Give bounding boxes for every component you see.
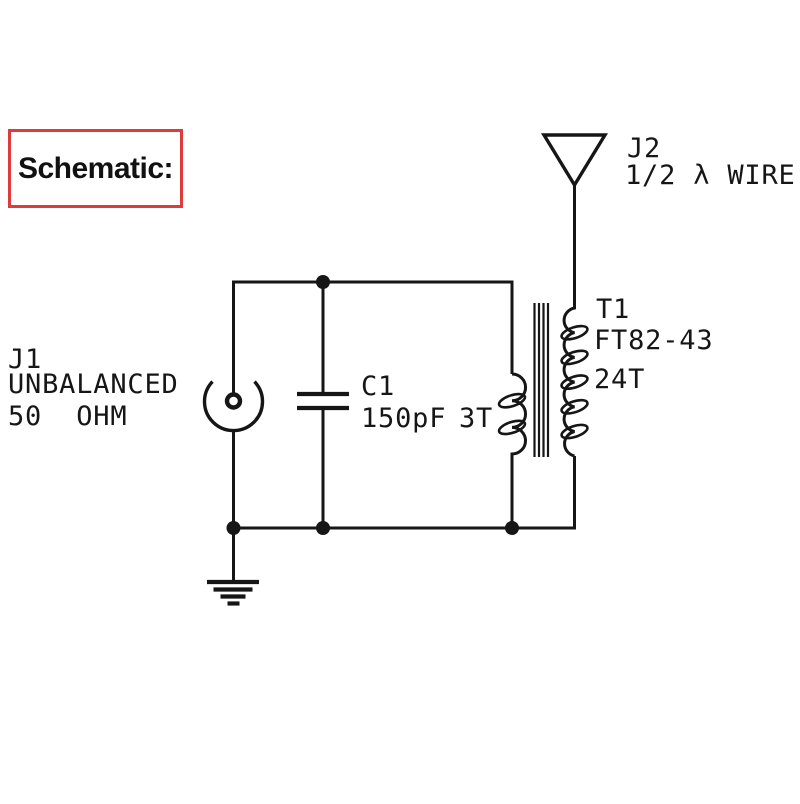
j1-desc-line2: 50 OHM (8, 401, 128, 432)
schematic-title-box: Schematic: (8, 129, 183, 208)
coil-crossover-loop (497, 392, 527, 409)
c1-ref-label: C1 (361, 371, 396, 402)
j1-ref-label: J1 (8, 344, 43, 375)
coil-crossover-loop (497, 419, 527, 436)
t1-ref-label: T1 (596, 294, 631, 325)
transformer-core (533, 303, 550, 457)
antenna-symbol (540, 133, 609, 189)
junction-dot (505, 521, 519, 535)
junction-dot (316, 275, 330, 289)
schematic-title-label: Schematic: (17, 151, 174, 185)
coax-connector-symbol (202, 380, 265, 528)
wire-bottom-rail (233, 456, 576, 530)
coil-crossover-loop (560, 398, 589, 415)
t1-core-type-label: FT82-43 (594, 325, 714, 356)
coil-crossover-loop (560, 349, 589, 366)
ground-symbol (207, 528, 259, 606)
wire-top-rail (232, 280, 514, 396)
transformer-symbol (497, 185, 589, 528)
coil-crossover-loop (560, 374, 589, 391)
j1-desc-line1: UNBALANCED (8, 369, 179, 400)
t1-primary-turns-label: 3T (459, 403, 494, 434)
coil-crossover-loop (560, 423, 589, 440)
junction-dot (226, 521, 241, 535)
junction-dot (316, 521, 330, 535)
coil-crossover-loop (560, 324, 589, 341)
connector-center-pin (224, 392, 243, 410)
j2-ref-label: J2 (627, 133, 662, 164)
antenna-triangle (540, 133, 609, 189)
j2-desc-label: 1/2 λ WIRE (625, 160, 796, 191)
c1-value-label: 150pF (361, 403, 447, 434)
t1-secondary-turns-label: 24T (594, 364, 646, 395)
capacitor-symbol (297, 282, 349, 528)
transformer-primary-coil (497, 372, 528, 528)
transformer-secondary-coil (560, 185, 589, 458)
